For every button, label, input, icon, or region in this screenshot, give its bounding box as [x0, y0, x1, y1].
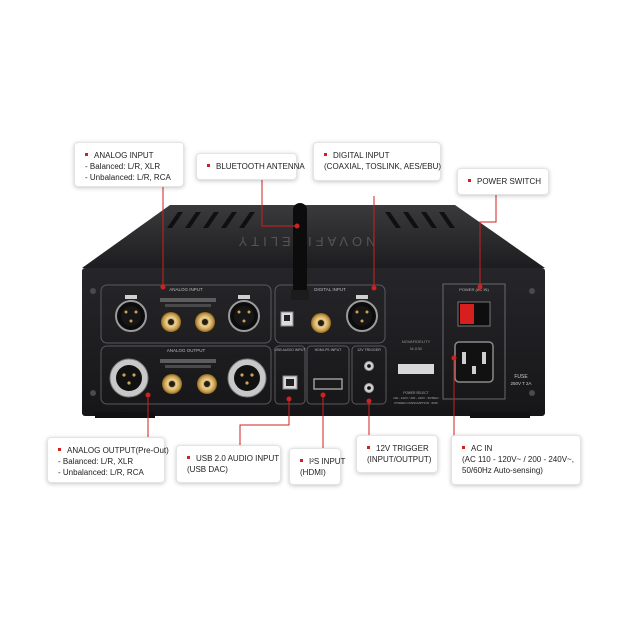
bullet-marker — [367, 446, 370, 450]
callout-title: USB 2.0 AUDIO INPUT — [196, 454, 280, 463]
svg-text:NOVAFIDELITY: NOVAFIDELITY — [402, 339, 431, 344]
spec-label: NOVAFIDELITY M-X30 POWER SELECT 100 - 12… — [393, 339, 439, 405]
rca-input-right — [195, 312, 215, 332]
panel-label-power: POWER (AC IN) — [459, 287, 489, 292]
aes-ebu-port — [346, 295, 378, 332]
callout-analog-input: ANALOG INPUT - Balanced: L/R, XLR - Unba… — [74, 142, 184, 187]
svg-text:100 - 120V / 200 - 240V - 50/6: 100 - 120V / 200 - 240V - 50/60Hz — [393, 396, 439, 400]
leader-lines — [147, 179, 497, 448]
bullet-marker — [187, 456, 190, 460]
callout-line: - Balanced: L/R, XLR — [58, 457, 134, 466]
panel-label-analog-output: ANALOG OUTPUT — [167, 348, 206, 353]
svg-text:M-X30: M-X30 — [410, 346, 423, 351]
callout-line: (HDMI) — [300, 468, 326, 477]
hdmi-section — [306, 345, 350, 405]
callout-ac-in: AC IN (AC 110 - 120V~ / 200 - 240V~, 50/… — [451, 435, 581, 485]
callout-digital-input: DIGITAL INPUT (COAXIAL, TOSLINK, AES/EBU… — [313, 142, 441, 181]
usb-section — [274, 345, 306, 405]
svg-text:POWER CONSUMPTION : 60W: POWER CONSUMPTION : 60W — [394, 401, 438, 405]
bullet-marker — [58, 448, 61, 452]
callout-title: 12V TRIGGER — [376, 444, 429, 453]
callout-line: - Unbalanced: L/R, RCA — [58, 468, 144, 477]
digital-input-section — [274, 284, 386, 344]
panel-label-usb: USB AUDIO INPUT — [274, 348, 306, 352]
callout-line: (COAXIAL, TOSLINK, AES/EBU) — [324, 162, 442, 171]
callout-title: DIGITAL INPUT — [333, 151, 390, 160]
trigger-ports — [364, 361, 374, 393]
callout-i2s-input: I²S INPUT (HDMI) — [289, 448, 345, 485]
callout-title: ANALOG OUTPUT(Pre-Out) — [67, 446, 169, 455]
bullet-marker — [462, 446, 465, 450]
xlr-output-right — [227, 358, 267, 398]
panel-label-analog-input: ANALOG INPUT — [169, 287, 203, 292]
bullet-marker — [300, 459, 303, 463]
panel-label-trigger: 12V TRIGGER — [357, 348, 381, 352]
callout-12v-trigger: 12V TRIGGER (INPUT/OUTPUT) — [356, 435, 438, 473]
bullet-marker — [324, 153, 327, 157]
bluetooth-antenna — [293, 203, 307, 296]
callout-title: BLUETOOTH ANTENNA — [216, 162, 305, 171]
iec-socket — [454, 341, 494, 383]
xlr-input-left — [115, 295, 147, 332]
callout-title: I²S INPUT — [309, 457, 346, 466]
bullet-marker — [207, 164, 210, 168]
panel-label-hdmi: HDMI-I²S INPUT — [315, 348, 343, 352]
rca-input-left — [161, 312, 181, 332]
fuse-label-1: FUSE — [514, 374, 528, 380]
callout-title: POWER SWITCH — [477, 177, 541, 186]
rca-output-left — [162, 374, 182, 394]
top-vents — [167, 212, 455, 228]
analog-output-section — [100, 345, 272, 405]
bullet-marker — [468, 179, 471, 183]
callout-line: 50/60Hz Auto-sensing) — [462, 466, 543, 475]
power-section — [442, 283, 506, 400]
analog-input-section — [100, 284, 272, 344]
callout-usb-input: USB 2.0 AUDIO INPUT (USB DAC) — [176, 445, 281, 483]
callout-line: (INPUT/OUTPUT) — [367, 455, 432, 464]
callout-line: - Unbalanced: L/R, RCA — [85, 173, 171, 182]
svg-text:POWER SELECT: POWER SELECT — [403, 391, 428, 395]
xlr-output-left — [109, 358, 149, 398]
callout-line: (USB DAC) — [187, 465, 228, 474]
bullet-marker — [85, 153, 88, 157]
rca-output-right — [197, 374, 217, 394]
xlr-input-right — [228, 295, 260, 332]
fuse-label-2: 250V T 2A — [510, 381, 531, 386]
callout-bluetooth-antenna: BLUETOOTH ANTENNA — [196, 153, 305, 180]
panel-label-digital-input: DIGITAL INPUT — [314, 287, 346, 292]
callout-analog-output: ANALOG OUTPUT(Pre-Out) - Balanced: L/R, … — [47, 437, 169, 483]
callout-title: ANALOG INPUT — [94, 151, 154, 160]
callout-line: - Balanced: L/R, XLR — [85, 162, 161, 171]
callout-title: AC IN — [471, 444, 493, 453]
callout-power-switch: POWER SWITCH — [457, 168, 549, 195]
hdmi-port — [313, 378, 343, 390]
coaxial-port — [311, 313, 331, 333]
callout-line: (AC 110 - 120V~ / 200 - 240V~, — [462, 455, 574, 464]
